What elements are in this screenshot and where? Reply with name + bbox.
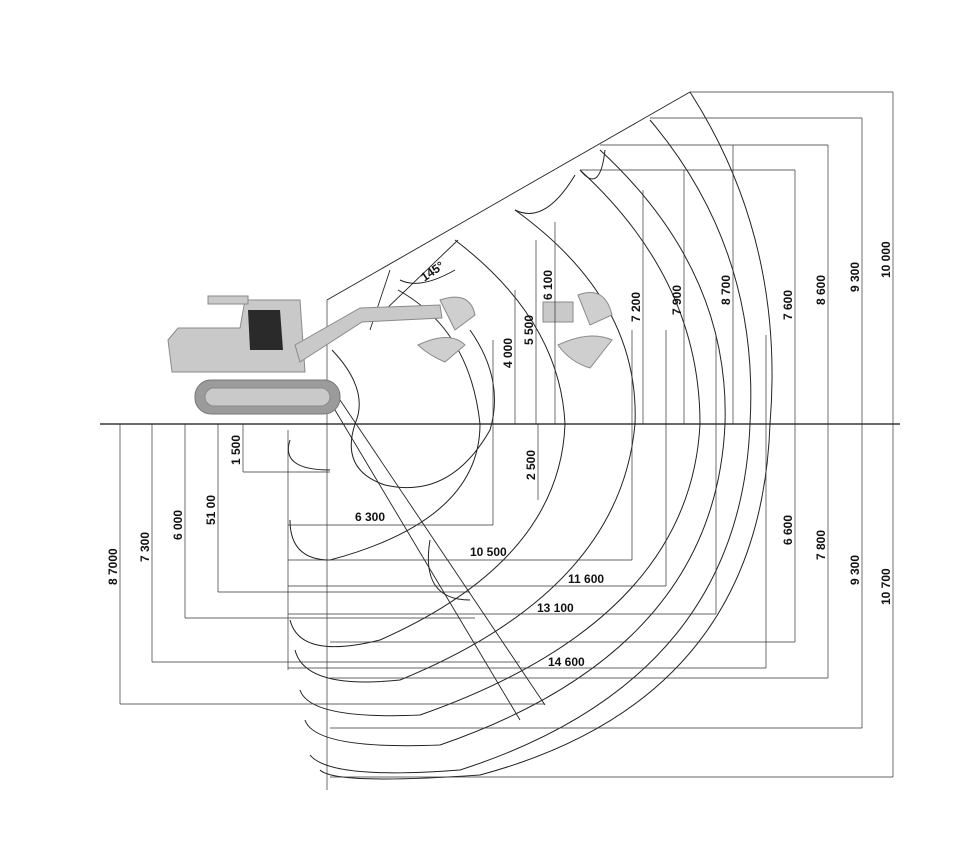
reach-label-11600: 11 600: [568, 572, 604, 586]
height-label-4000: 4 000: [501, 338, 515, 368]
reach-label-13100: 13 100: [537, 601, 574, 615]
reach-label-10500: 10 500: [470, 545, 507, 559]
depth-label-2500: 2 500: [524, 450, 538, 480]
excavator-illustration: [167, 292, 613, 415]
depth-dimension-lines: [119, 424, 894, 778]
reach-dimension-lines: [287, 330, 767, 670]
height-label-6100: 6 100: [541, 270, 555, 300]
depth-label-9300-depth: 9 300: [848, 555, 862, 585]
depth-label-1500: 1 500: [229, 435, 243, 465]
height-dimension-lines: [514, 91, 894, 424]
reach-label-6300: 6 300: [355, 510, 385, 524]
height-label-9300: 9 300: [848, 262, 862, 292]
boom: [294, 304, 443, 363]
envelope-lines: [326, 91, 691, 721]
cab-window: [248, 310, 283, 350]
depth-label-7300: 7 300: [138, 532, 152, 562]
depth-label-7800: 7 800: [814, 530, 828, 560]
height-label-7200: 7 200: [629, 292, 643, 322]
height-label-7600: 7 600: [781, 290, 795, 320]
bucket-mid-lower: [557, 335, 613, 369]
depth-label-87000: 8 7000: [106, 548, 120, 585]
depth-label-6600: 6 600: [781, 515, 795, 545]
depth-label-6000: 6 000: [171, 510, 185, 540]
height-label-10000: 10 000: [879, 241, 893, 278]
height-label-8700: 8 700: [719, 275, 733, 305]
bucket-lower: [417, 337, 466, 363]
reach-arcs: [288, 91, 773, 780]
depth-label-5100: 51 00: [204, 495, 218, 525]
bucket-mid-upper: [577, 292, 613, 326]
height-label-7900: 7 900: [670, 285, 684, 315]
bucket-upper: [439, 296, 476, 331]
height-label-5500: 5 500: [522, 315, 536, 345]
reach-label-14600: 14 600: [548, 655, 585, 669]
upper-structure: [167, 299, 306, 373]
depth-label-10700: 10 700: [879, 568, 893, 605]
height-label-8600: 8 600: [814, 275, 828, 305]
